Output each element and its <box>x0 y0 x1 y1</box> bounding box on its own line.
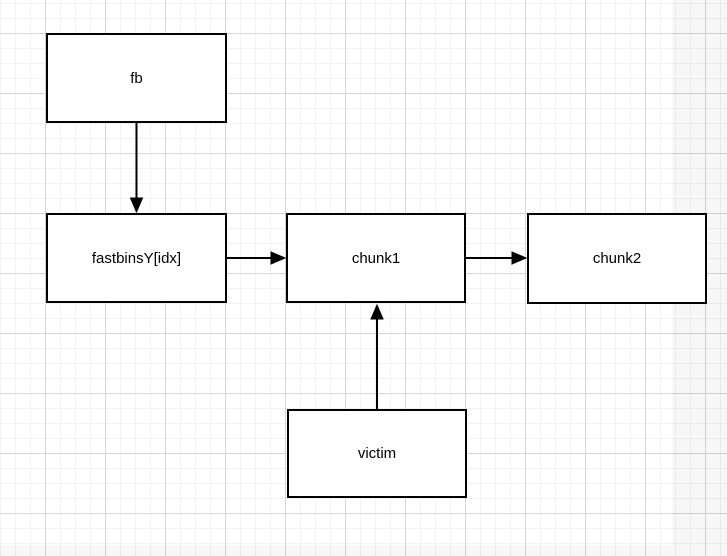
node-fb[interactable]: fb <box>46 33 227 123</box>
node-chunk2[interactable]: chunk2 <box>527 213 707 304</box>
edge-chunk1-to-chunk2 <box>466 251 528 265</box>
node-victim-label: victim <box>357 445 397 462</box>
node-victim[interactable]: victim <box>287 409 467 498</box>
edge-fastbinsY-to-chunk1 <box>227 251 287 265</box>
node-chunk1-label: chunk1 <box>351 249 401 267</box>
node-fb-label: fb <box>130 69 143 87</box>
edge-victim-to-chunk1 <box>370 303 384 409</box>
edge-fb-to-fastbinsY <box>129 123 144 214</box>
node-chunk2-label: chunk2 <box>592 250 642 267</box>
node-fastbinsY-idx[interactable]: fastbinsY[idx] <box>46 213 227 303</box>
node-chunk1[interactable]: chunk1 <box>286 213 466 303</box>
node-fastbinsY-idx-label: fastbinsY[idx] <box>91 249 182 267</box>
